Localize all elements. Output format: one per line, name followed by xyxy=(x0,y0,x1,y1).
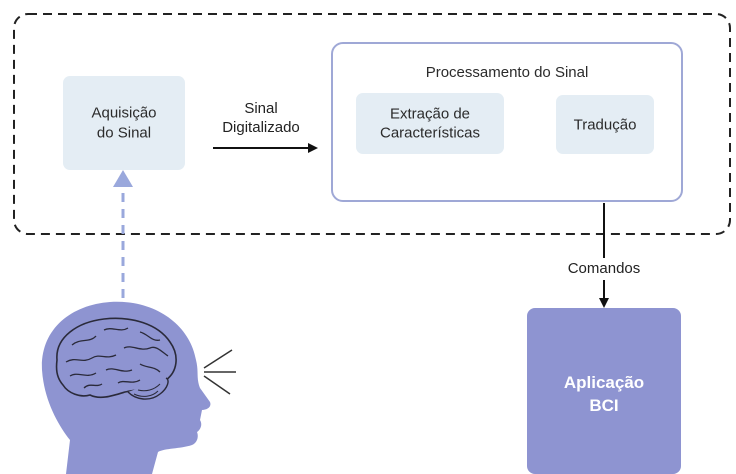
digitized-signal-line2: Digitalizado xyxy=(222,118,300,136)
feature-extraction-label: Extração de Características xyxy=(356,104,504,143)
digitized-signal-line1: Sinal xyxy=(244,100,278,117)
brain-icon xyxy=(55,317,177,400)
feature-extraction-line1: Extração de xyxy=(389,105,471,122)
signal-processing-title: Processamento do Sinal xyxy=(425,64,589,81)
thought-lines-icon xyxy=(203,349,236,395)
translation-label: Tradução xyxy=(573,115,637,133)
translation-box: Tradução xyxy=(556,95,654,154)
bci-application-line1: Aplicação xyxy=(563,373,645,392)
digitized-signal-label: Sinal Digitalizado xyxy=(206,100,316,138)
bci-application-label: Aplicação BCI xyxy=(527,372,681,418)
signal-acquisition-label: Aquisição do Sinal xyxy=(63,104,185,143)
bci-application-line2: BCI xyxy=(589,395,619,415)
signal-acquisition-box: Aquisição do Sinal xyxy=(63,76,185,170)
feature-extraction-box: Extração de Características xyxy=(356,93,504,154)
bci-application-box: Aplicação BCI xyxy=(527,308,681,474)
system-boundary-frame xyxy=(13,13,731,235)
feature-extraction-line2: Características xyxy=(379,124,481,142)
signal-acquisition-line1: Aquisição xyxy=(91,104,157,122)
signal-acquisition-line2: do Sinal xyxy=(96,124,152,141)
brain-signal-arrowhead xyxy=(113,170,133,187)
commands-label: Comandos xyxy=(549,260,659,279)
